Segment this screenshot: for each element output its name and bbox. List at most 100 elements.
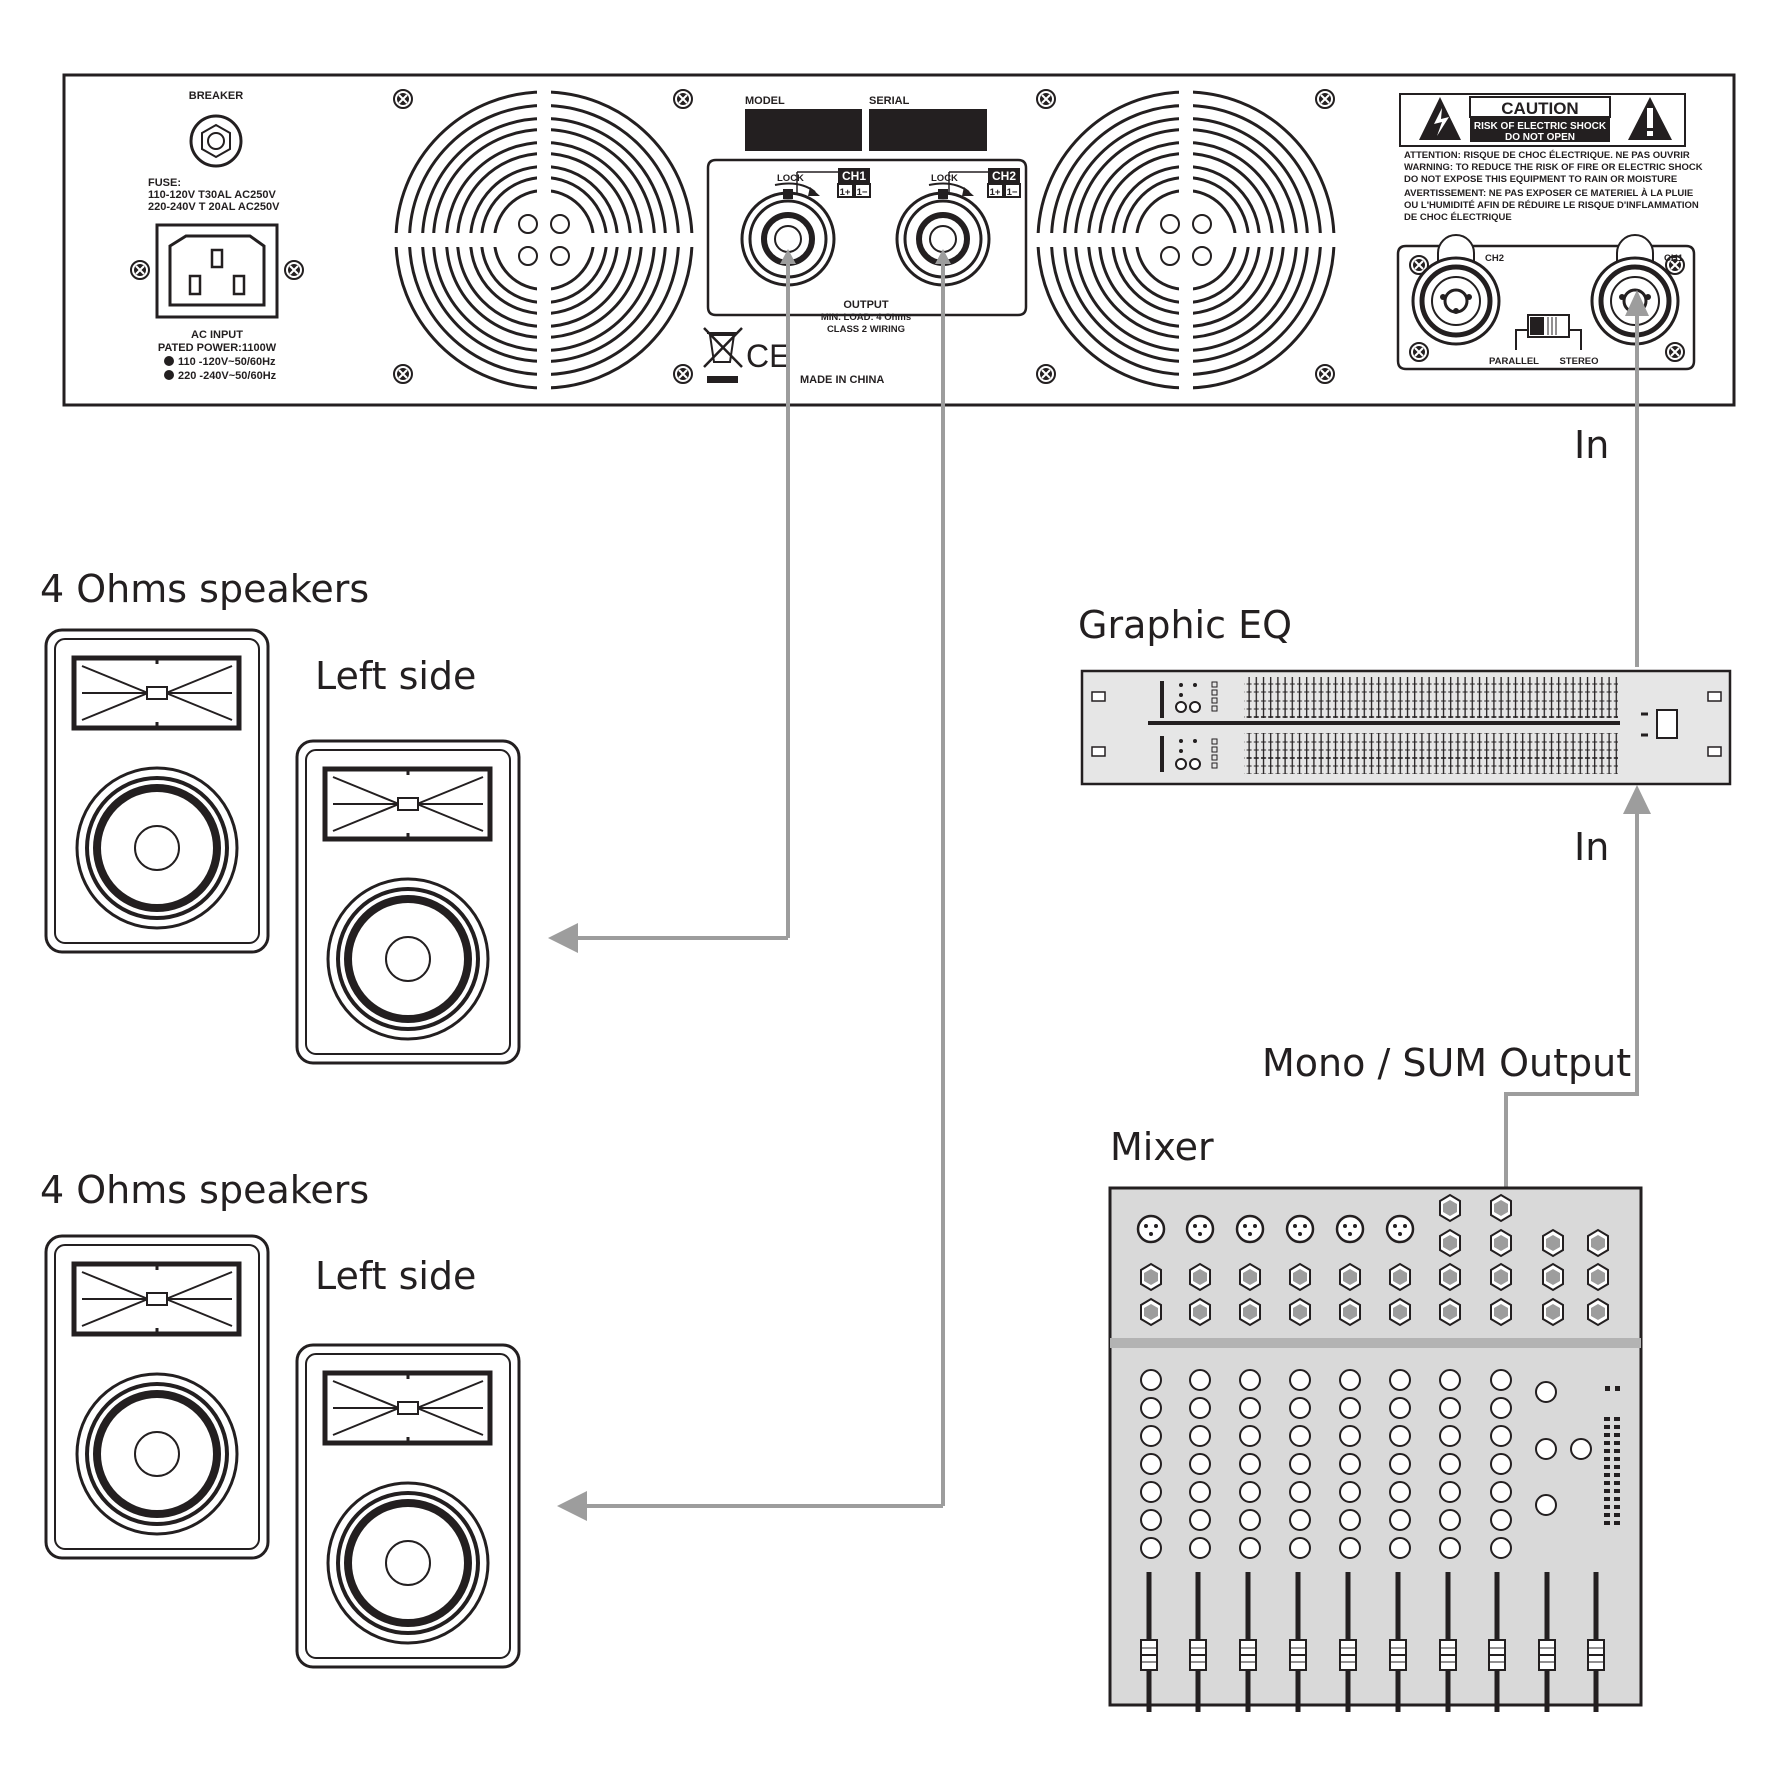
jack-input-icon[interactable] — [1490, 1263, 1512, 1291]
jack-input-icon[interactable] — [1439, 1229, 1461, 1257]
parallel-stereo-switch[interactable] — [1515, 314, 1582, 350]
channel-knob[interactable] — [1189, 1425, 1211, 1447]
channel-knob[interactable] — [1140, 1425, 1162, 1447]
master-knob[interactable] — [1570, 1438, 1592, 1460]
channel-knob[interactable] — [1189, 1397, 1211, 1419]
xlr-input-icon[interactable] — [1235, 1214, 1265, 1244]
channel-knob[interactable] — [1389, 1425, 1411, 1447]
channel-knob[interactable] — [1289, 1481, 1311, 1503]
channel-knob[interactable] — [1189, 1537, 1211, 1559]
eq-sliders-top[interactable] — [1244, 677, 1618, 718]
breaker-knob[interactable] — [189, 114, 243, 168]
jack-input-icon[interactable] — [1490, 1298, 1512, 1326]
channel-knob[interactable] — [1490, 1509, 1512, 1531]
channel-knob[interactable] — [1439, 1509, 1461, 1531]
channel-knob[interactable] — [1189, 1481, 1211, 1503]
channel-knob[interactable] — [1389, 1509, 1411, 1531]
fuse-label: FUSE: — [148, 177, 181, 189]
channel-knob[interactable] — [1339, 1509, 1361, 1531]
eq-sliders-bottom[interactable] — [1244, 733, 1618, 774]
jack-input-icon[interactable] — [1289, 1263, 1311, 1291]
channel-knob[interactable] — [1189, 1453, 1211, 1475]
channel-knob[interactable] — [1490, 1537, 1512, 1559]
channel-knob[interactable] — [1439, 1425, 1461, 1447]
jack-input-icon[interactable] — [1542, 1263, 1564, 1291]
channel-knob[interactable] — [1140, 1397, 1162, 1419]
jack-input-icon[interactable] — [1587, 1298, 1609, 1326]
channel-knob[interactable] — [1490, 1481, 1512, 1503]
jack-input-icon[interactable] — [1439, 1298, 1461, 1326]
channel-knob[interactable] — [1289, 1397, 1311, 1419]
jack-input-icon[interactable] — [1339, 1263, 1361, 1291]
channel-knob[interactable] — [1140, 1537, 1162, 1559]
channel-knob[interactable] — [1490, 1425, 1512, 1447]
jack-input-icon[interactable] — [1439, 1263, 1461, 1291]
jack-input-icon[interactable] — [1389, 1298, 1411, 1326]
jack-input-icon[interactable] — [1239, 1298, 1261, 1326]
channel-knob[interactable] — [1289, 1425, 1311, 1447]
channel-knob[interactable] — [1339, 1425, 1361, 1447]
channel-knob[interactable] — [1490, 1369, 1512, 1391]
master-knob[interactable] — [1535, 1494, 1557, 1516]
fan-grille-icon — [1036, 90, 1336, 390]
jack-input-icon[interactable] — [1587, 1263, 1609, 1291]
channel-knob[interactable] — [1189, 1509, 1211, 1531]
channel-knob[interactable] — [1239, 1453, 1261, 1475]
jack-input-icon[interactable] — [1189, 1263, 1211, 1291]
channel-knob[interactable] — [1389, 1369, 1411, 1391]
jack-input-icon[interactable] — [1542, 1298, 1564, 1326]
channel-knob[interactable] — [1339, 1453, 1361, 1475]
xlr-input-icon[interactable] — [1335, 1214, 1365, 1244]
channel-knob[interactable] — [1239, 1509, 1261, 1531]
channel-knob[interactable] — [1289, 1509, 1311, 1531]
channel-knob[interactable] — [1239, 1397, 1261, 1419]
channel-knob[interactable] — [1140, 1453, 1162, 1475]
channel-knob[interactable] — [1289, 1537, 1311, 1559]
jack-input-icon[interactable] — [1439, 1194, 1461, 1222]
jack-input-icon[interactable] — [1490, 1229, 1512, 1257]
jack-input-icon[interactable] — [1189, 1298, 1211, 1326]
channel-knob[interactable] — [1140, 1369, 1162, 1391]
master-knob[interactable] — [1535, 1381, 1557, 1403]
channel-knob[interactable] — [1289, 1369, 1311, 1391]
channel-knob[interactable] — [1389, 1537, 1411, 1559]
channel-knob[interactable] — [1239, 1481, 1261, 1503]
xlr-input-icon[interactable] — [1385, 1214, 1415, 1244]
jack-input-icon[interactable] — [1389, 1263, 1411, 1291]
master-knob[interactable] — [1535, 1438, 1557, 1460]
channel-knob[interactable] — [1140, 1481, 1162, 1503]
jack-input-icon[interactable] — [1542, 1229, 1564, 1257]
eq-power-switch[interactable] — [1656, 709, 1678, 739]
xlr-input-icon[interactable] — [1185, 1214, 1215, 1244]
channel-knob[interactable] — [1439, 1537, 1461, 1559]
jack-input-icon[interactable] — [1587, 1229, 1609, 1257]
channel-knob[interactable] — [1239, 1537, 1261, 1559]
ac-power-inlet[interactable] — [155, 223, 279, 319]
jack-input-icon[interactable] — [1289, 1298, 1311, 1326]
channel-knob[interactable] — [1439, 1369, 1461, 1391]
channel-knob[interactable] — [1339, 1481, 1361, 1503]
channel-knob[interactable] — [1439, 1397, 1461, 1419]
channel-knob[interactable] — [1389, 1453, 1411, 1475]
jack-input-icon[interactable] — [1140, 1263, 1162, 1291]
channel-knob[interactable] — [1389, 1397, 1411, 1419]
channel-knob[interactable] — [1189, 1369, 1211, 1391]
channel-knob[interactable] — [1490, 1453, 1512, 1475]
channel-knob[interactable] — [1339, 1369, 1361, 1391]
channel-knob[interactable] — [1389, 1481, 1411, 1503]
jack-input-icon[interactable] — [1490, 1194, 1512, 1222]
channel-knob[interactable] — [1439, 1481, 1461, 1503]
jack-input-icon[interactable] — [1339, 1298, 1361, 1326]
channel-knob[interactable] — [1339, 1397, 1361, 1419]
channel-knob[interactable] — [1289, 1453, 1311, 1475]
jack-input-icon[interactable] — [1239, 1263, 1261, 1291]
channel-knob[interactable] — [1140, 1509, 1162, 1531]
channel-knob[interactable] — [1339, 1537, 1361, 1559]
channel-knob[interactable] — [1239, 1425, 1261, 1447]
channel-knob[interactable] — [1490, 1397, 1512, 1419]
channel-knob[interactable] — [1439, 1453, 1461, 1475]
channel-knob[interactable] — [1239, 1369, 1261, 1391]
xlr-input-icon[interactable] — [1285, 1214, 1315, 1244]
jack-input-icon[interactable] — [1140, 1298, 1162, 1326]
xlr-input-icon[interactable] — [1136, 1214, 1166, 1244]
